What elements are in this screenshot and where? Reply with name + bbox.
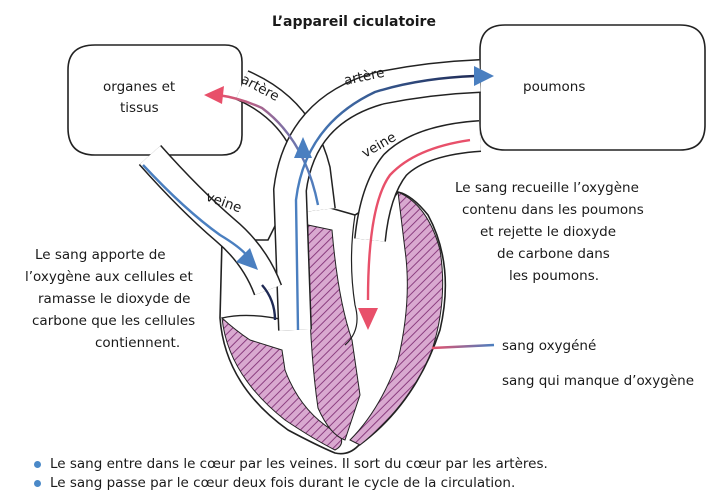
legend-label-deoxygenated: sang qui manque d’oxygène [502,373,694,389]
bullet-text: Le sang entre dans le cœur par les veine… [50,456,548,472]
lungs-label: poumons [523,79,585,95]
bullet-list: Le sang entre dans le cœur par les veine… [30,455,710,493]
diagram-title: L’appareil ciculatoire [272,14,436,30]
text-right-line3: et rejette le dioxyde [480,224,616,240]
organs-label-line1: organes et [103,79,175,95]
text-right-line1: Le sang recueille l’oxygène [455,180,639,196]
text-left-line1: Le sang apporte de [35,247,166,263]
lungs-box [480,25,705,150]
legend-line-oxygenated [432,345,494,348]
bullet-item: Le sang entre dans le cœur par les veine… [30,455,710,474]
text-right-line5: les poumons. [509,268,599,284]
bullet-dot-icon [34,480,41,487]
organs-label-line2: tissus [120,100,159,116]
text-left-line2: l’oxygène aux cellules et [25,269,193,285]
text-left-line3: ramasse le dioxyde de [38,291,190,307]
bullet-dot-icon [34,461,41,468]
text-left-line5: contiennent. [95,335,180,351]
text-left-line4: carbone que les cellules [32,313,195,329]
bullet-item: Le sang passe par le cœur deux fois dura… [30,474,710,493]
bullet-text: Le sang passe par le cœur deux fois dura… [50,475,515,491]
text-right-line2: contenu dans les poumons [462,202,644,218]
legend-label-oxygenated: sang oxygéné [502,338,596,354]
text-right-line4: de carbone dans [497,246,610,262]
